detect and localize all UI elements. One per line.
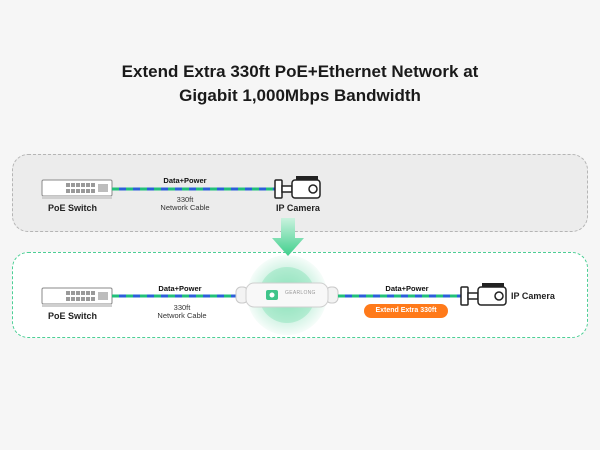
cable-length-label: 330ft [176,195,194,204]
camera-icon [460,283,507,306]
cable-data-power-label: Data+Power [163,176,207,185]
switch-icon [41,179,113,199]
title-line-2: Gigabit 1,000Mbps Bandwidth [179,86,421,105]
switch-icon [41,287,113,307]
cable-data-power-label: Data+Power [158,284,202,293]
ip-camera-label: IP Camera [511,291,555,301]
extend-extra-badge: Extend Extra 330ft [364,304,448,318]
page-title: Extend Extra 330ft PoE+Ethernet Network … [0,60,600,108]
extender-brand: GEARLONG [285,290,316,296]
cable-length-label: 330ft [173,303,191,312]
camera-icon [274,176,321,199]
cable-type-label: Network Cable [157,311,207,320]
down-arrow-icon [272,218,304,256]
poe-switch-label: PoE Switch [48,311,98,321]
cable-type-label: Network Cable [160,203,210,212]
cable-data-power-label: Data+Power [385,284,429,293]
title-line-1: Extend Extra 330ft PoE+Ethernet Network … [121,62,479,81]
poe-switch-label: PoE Switch [48,203,98,213]
extender-icon [235,255,339,335]
ip-camera-label: IP Camera [276,203,320,213]
